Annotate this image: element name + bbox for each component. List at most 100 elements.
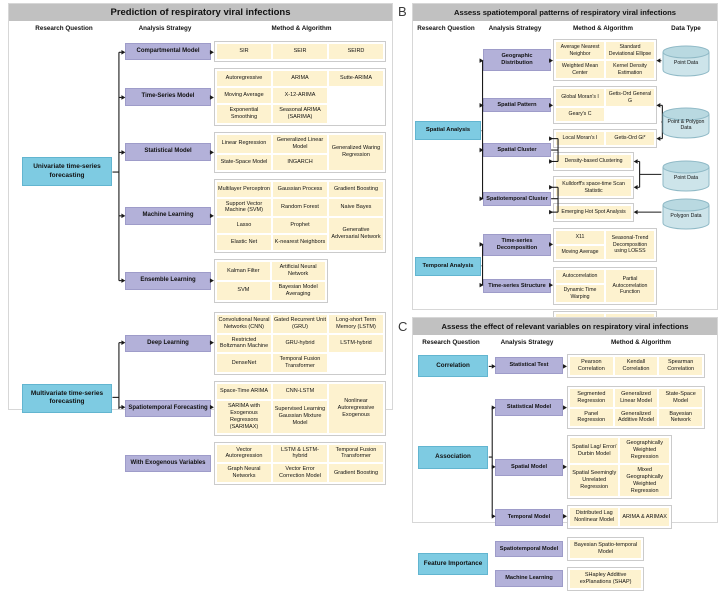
column-header: Analysis Strategy xyxy=(138,25,192,32)
method-cell: Bayesian Spatio-temporal Model xyxy=(570,540,642,558)
method-cell: Density-based Clustering xyxy=(556,155,632,168)
figure: Prediction of respiratory viral infectio… xyxy=(8,3,718,591)
method-cell: Generalized Waring Regression xyxy=(329,134,383,170)
panel-b-letter: B xyxy=(398,4,407,19)
data-type-cylinder: Point Data xyxy=(662,45,710,77)
research-question-box: Feature Importance xyxy=(418,552,488,575)
strategy-row: Spatiotemporal Model Bayesian Spatio-temp… xyxy=(491,537,715,561)
strategy-box: Spatial Pattern xyxy=(483,97,551,113)
panel-c-title: Assess the effect of relevant variables … xyxy=(413,318,717,335)
method-cell: Kalman Filter xyxy=(217,262,270,280)
cylinder-label: Polygon Data xyxy=(670,212,702,219)
method-cell: Geographically Weighted Regression xyxy=(620,438,669,463)
research-question-box: Temporal Analysis xyxy=(415,256,481,277)
method-cell: Temporal Fusion Transformer xyxy=(329,444,383,463)
panel-b-title: Assess spatiotemporal patterns of respir… xyxy=(413,4,717,21)
strategy-box: Machine Learning xyxy=(495,570,563,588)
column-header: Method & Algorithm xyxy=(573,25,633,32)
method-cell: State-Space Model xyxy=(217,154,271,170)
method-cell: Vector Error Correction Model xyxy=(273,464,327,482)
data-type-cylinder: Point Data xyxy=(662,160,710,192)
method-cell: Kendall Correlation xyxy=(614,357,658,375)
column-header: Data Type xyxy=(671,25,701,32)
method-cell: CNN-LSTM xyxy=(273,384,327,399)
method-cell: Local Moran's I xyxy=(556,132,604,145)
method-cell: Generalized Additive Model xyxy=(614,408,658,427)
cylinder-label: Point Data xyxy=(673,60,699,67)
research-question-box: Spatial Analysis xyxy=(415,120,481,141)
column-header: Research Question xyxy=(417,25,475,32)
data-type-cylinder: Polygon Data xyxy=(662,198,710,230)
method-cell: Nonlinear Autoregressive Exogenous xyxy=(329,384,383,433)
method-cell: Gradient Boosting xyxy=(329,464,383,482)
strategy-box: Deep Learning xyxy=(125,334,211,353)
method-grid: SHapley Additive exPlanations (SHAP) xyxy=(567,566,645,591)
method-cell: SEIRD xyxy=(329,44,383,59)
method-cell: SARIMA with Exogenous Regressors (SARIMA… xyxy=(217,401,271,433)
method-cell: X11 xyxy=(556,231,604,244)
cylinder-shape xyxy=(662,198,710,229)
strategy-box: With Exogenous Variables xyxy=(125,454,211,472)
research-question-box: Univariate time-series forecasting xyxy=(22,157,112,187)
strategy-box: Ensemble Learning xyxy=(125,272,211,290)
method-grid: Bayesian Spatio-temporal Model xyxy=(567,537,645,561)
column-header: Research Question xyxy=(35,25,93,32)
method-cell: K-nearest Neighbors xyxy=(273,235,327,251)
method-cell: Naive Bayes xyxy=(329,198,383,217)
research-question-box: Multivariate time-series forecasting xyxy=(22,383,112,413)
method-cell: Supervised Learning Gaussian Mixture Mod… xyxy=(273,401,327,433)
strategy-box: Statistical Model xyxy=(125,143,211,161)
cylinder-label: Point Data xyxy=(673,174,699,181)
method-cell: Segmented Regression xyxy=(570,388,613,407)
cylinder-shape xyxy=(662,107,710,139)
method-cell: Gradient Boosting xyxy=(329,181,383,197)
strategy-box: Spatiotemporal Cluster xyxy=(483,191,551,207)
method-cell: INGARCH xyxy=(273,154,327,170)
panel-a-body: Univariate time-series forecasting Compar… xyxy=(9,36,392,490)
method-cell: Getis-Ord Gi* xyxy=(606,132,654,145)
strategy-box: Time-Series Model xyxy=(125,88,211,106)
method-cell: Emerging Hot Spot Analysis xyxy=(556,206,632,219)
method-cell: Gaussian Process xyxy=(273,181,327,197)
method-cell: Space-Time ARIMA xyxy=(217,384,271,399)
method-cell: Generative Adversarial Network xyxy=(329,218,383,251)
method-cell: Random Forest xyxy=(273,198,327,217)
method-cell: Generalized Linear Model xyxy=(614,388,658,407)
strategy-box: Spatial Model xyxy=(495,458,563,476)
method-cell: Average Nearest Neighbor xyxy=(556,42,604,59)
method-cell: Elastic Net xyxy=(217,235,271,251)
method-cell: Exponential Smoothing xyxy=(217,105,271,123)
method-cell: LSTM & LSTM-hybrid xyxy=(273,444,327,463)
strategy-group: Multivariate time-series forecasting Deep… xyxy=(12,311,389,485)
method-cell: Autoregressive xyxy=(217,71,271,86)
strategy-box: Temporal Model xyxy=(495,508,563,526)
method-cell: Gated Recurrent Unit (GRU) xyxy=(273,314,327,333)
strategy-box: Spatiotemporal Model xyxy=(495,540,563,558)
method-cell: Global Moran's I xyxy=(556,89,604,106)
method-cell: Vector Autoregression xyxy=(217,444,271,463)
panel-variable-effects: Assess the effect of relevant variables … xyxy=(412,317,718,591)
method-cell: Lasso xyxy=(217,218,271,234)
